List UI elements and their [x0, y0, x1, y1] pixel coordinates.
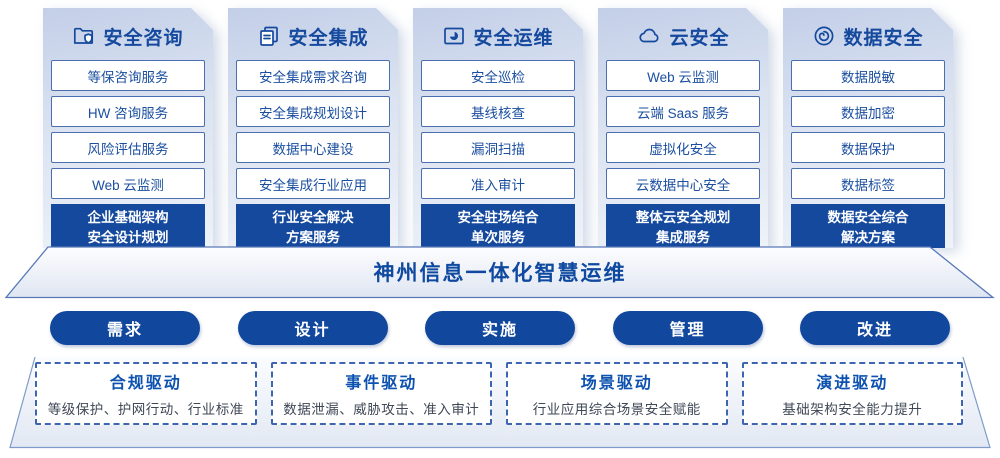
service-item: 云数据中心安全: [606, 168, 760, 199]
service-item: 安全巡检: [421, 60, 575, 91]
card-title: 安全运维: [473, 27, 554, 49]
card-footer-solution: 企业基础架构 安全设计规划: [51, 204, 205, 252]
service-item: Web 云监测: [606, 60, 760, 91]
service-item: 数据保护: [791, 132, 945, 163]
card-body: 数据安全 数据脱敏 数据加密 数据保护 数据标签 数据安全综合 解决方案: [783, 8, 953, 248]
driver-desc: 行业应用综合场景安全赋能: [532, 402, 701, 417]
card-title: 安全集成: [288, 27, 369, 49]
card-header: 云安全: [598, 20, 768, 52]
card-security-operations: 安全运维 安全巡检 基线核查 漏洞扫描 准入审计 安全驻场结合 单次服务: [413, 8, 583, 248]
card-data-security: 数据安全 数据脱敏 数据加密 数据保护 数据标签 数据安全综合 解决方案: [783, 8, 953, 248]
driver-incident: 事件驱动 数据泄漏、威胁攻击、准入审计: [270, 362, 492, 425]
service-item: 风险评估服务: [51, 132, 205, 163]
drivers-row: 合规驱动 等级保护、护网行动、行业标准 事件驱动 数据泄漏、威胁攻击、准入审计 …: [35, 362, 963, 425]
pill-implementation: 实施: [425, 311, 575, 345]
card-cloud-security: 云安全 Web 云监测 云端 Saas 服务 虚拟化安全 云数据中心安全 整体云…: [598, 8, 768, 248]
card-security-consulting: 安全咨询 等保咨询服务 HW 咨询服务 风险评估服务 Web 云监测 企业基础架…: [43, 8, 213, 248]
card-title: 安全咨询: [103, 27, 184, 49]
card-header: 安全咨询: [43, 20, 213, 52]
service-item: 安全集成需求咨询: [236, 60, 390, 91]
card-header: 安全集成: [228, 20, 398, 52]
process-pills-row: 需求 设计 实施 管理 改进: [50, 311, 950, 345]
card-body: 云安全 Web 云监测 云端 Saas 服务 虚拟化安全 云数据中心安全 整体云…: [598, 8, 768, 248]
documents-icon: [257, 24, 281, 48]
driver-desc: 基础架构安全能力提升: [782, 402, 923, 417]
service-item: 等保咨询服务: [51, 60, 205, 91]
driver-title: 事件驱动: [345, 375, 418, 392]
driver-title: 合规驱动: [109, 375, 182, 392]
service-item: Web 云监测: [51, 168, 205, 199]
card-header: 数据安全: [783, 20, 953, 52]
pill-improvement: 改进: [800, 311, 950, 345]
monitor-pie-icon: [442, 24, 466, 48]
folder-shield-icon: [72, 24, 96, 48]
card-footer-solution: 安全驻场结合 单次服务: [421, 204, 575, 252]
pill-requirement: 需求: [50, 311, 200, 345]
pill-management: 管理: [612, 311, 763, 345]
card-body: 安全咨询 等保咨询服务 HW 咨询服务 风险评估服务 Web 云监测 企业基础架…: [43, 8, 213, 248]
service-item: 安全集成行业应用: [236, 168, 390, 199]
service-cards-row: 安全咨询 等保咨询服务 HW 咨询服务 风险评估服务 Web 云监测 企业基础架…: [43, 8, 953, 248]
driver-title: 演进驱动: [816, 375, 889, 392]
service-item: 基线核查: [421, 96, 575, 127]
service-item: 数据加密: [791, 96, 945, 127]
service-item: 云端 Saas 服务: [606, 96, 760, 127]
driver-desc: 等级保护、护网行动、行业标准: [47, 402, 244, 417]
service-item: 数据中心建设: [236, 132, 390, 163]
service-item: 漏洞扫描: [421, 132, 575, 163]
banner-trapezoid: [4, 246, 995, 299]
service-item: 数据脱敏: [791, 60, 945, 91]
driver-scenario: 场景驱动 行业应用综合场景安全赋能: [506, 362, 728, 425]
driver-evolution: 演进驱动 基础架构安全能力提升: [741, 362, 963, 425]
card-footer-solution: 行业安全解决 方案服务: [236, 204, 390, 252]
card-header: 安全运维: [413, 20, 583, 52]
card-body: 安全集成 安全集成需求咨询 安全集成规划设计 数据中心建设 安全集成行业应用 行…: [228, 8, 398, 248]
card-security-integration: 安全集成 安全集成需求咨询 安全集成规划设计 数据中心建设 安全集成行业应用 行…: [228, 8, 398, 248]
service-item: 安全集成规划设计: [236, 96, 390, 127]
driver-title: 场景驱动: [580, 375, 653, 392]
fingerprint-icon: [812, 24, 836, 48]
card-footer-solution: 整体云安全规划 集成服务: [606, 204, 760, 252]
service-item: 虚拟化安全: [606, 132, 760, 163]
banner-title: 神州信息一体化智慧运维: [373, 262, 627, 285]
card-title: 数据安全: [843, 27, 924, 49]
card-body: 安全运维 安全巡检 基线核查 漏洞扫描 准入审计 安全驻场结合 单次服务: [413, 8, 583, 248]
pill-design: 设计: [237, 311, 388, 345]
card-footer-solution: 数据安全综合 解决方案: [791, 204, 945, 252]
driver-desc: 数据泄漏、威胁攻击、准入审计: [283, 402, 480, 417]
service-item: 准入审计: [421, 168, 575, 199]
card-title: 云安全: [669, 27, 730, 49]
service-item: 数据标签: [791, 168, 945, 199]
driver-compliance: 合规驱动 等级保护、护网行动、行业标准: [35, 362, 257, 425]
cloud-icon: [636, 24, 662, 48]
service-item: HW 咨询服务: [51, 96, 205, 127]
